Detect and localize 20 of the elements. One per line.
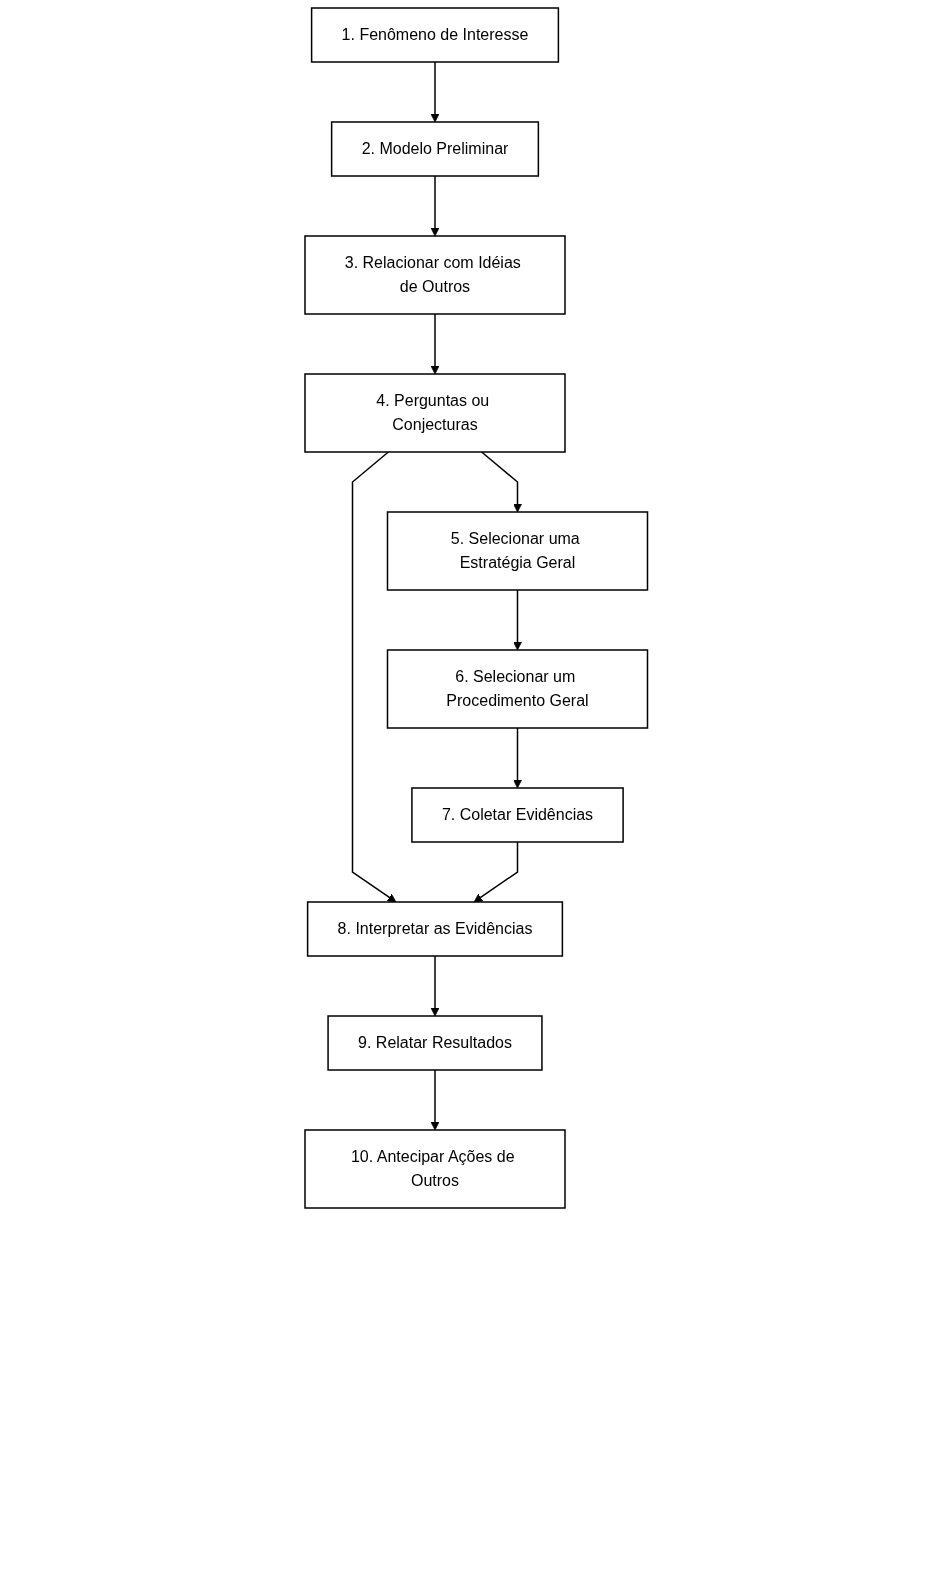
node-box: 8. Interpretar as Evidências (306, 901, 563, 957)
arrow (430, 1069, 440, 1131)
node-box: 9. Relatar Resultados (327, 1015, 543, 1071)
node-box: 4. Perguntas ou Conjecturas (304, 373, 566, 453)
node-box: 10. Antecipar Ações de Outros (304, 1129, 566, 1209)
arrow (512, 589, 522, 651)
node-box: 5. Selecionar uma Estratégia Geral (386, 511, 648, 591)
node-box: 3. Relacionar com Idéias de Outros (304, 235, 566, 315)
arrow (430, 313, 440, 375)
arrow (473, 841, 518, 903)
arrow (351, 451, 397, 903)
node-box: 6. Selecionar um Procedimento Geral (386, 649, 648, 729)
arrow (480, 451, 522, 513)
node-box: 7. Coletar Evidências (410, 787, 624, 843)
arrow (430, 175, 440, 237)
node-box: 1. Fenômeno de Interesse (310, 7, 559, 63)
arrow (430, 955, 440, 1017)
arrow (430, 61, 440, 123)
node-box: 2. Modelo Preliminar (330, 121, 539, 177)
arrow (512, 727, 522, 789)
